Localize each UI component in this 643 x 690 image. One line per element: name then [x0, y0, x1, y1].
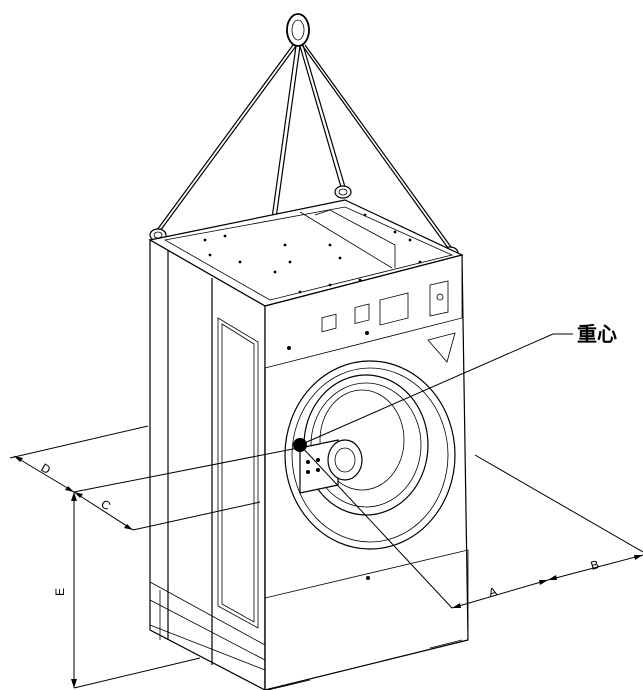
sling-front-left — [156, 44, 297, 232]
side-vent — [217, 317, 259, 629]
machine-body — [148, 199, 469, 690]
lifting-ring — [286, 13, 310, 47]
cog-label: 重心 — [577, 322, 617, 346]
dimension-lines: D C E A B — [9, 425, 643, 689]
dim-label-b: B — [589, 557, 601, 573]
coin-slot-left — [321, 313, 337, 333]
door — [284, 360, 456, 550]
kickplate — [264, 549, 469, 690]
top-screws — [203, 213, 437, 294]
side-panel — [149, 238, 266, 690]
sling-rear — [299, 44, 346, 188]
coin-slot-right — [354, 303, 370, 324]
dim-label-c: C — [98, 497, 113, 514]
door-handle — [327, 439, 363, 481]
sling-back-right — [301, 44, 452, 249]
coin-box — [429, 280, 449, 317]
eyebolt-rear — [334, 185, 352, 199]
dim-label-e: E — [53, 588, 67, 596]
display-window — [379, 292, 409, 326]
control-panel — [264, 254, 463, 369]
dim-label-d: D — [38, 461, 53, 478]
dim-label-a: A — [487, 584, 499, 600]
coin-knob-icon — [436, 293, 444, 301]
detergent-inlet — [427, 332, 456, 363]
